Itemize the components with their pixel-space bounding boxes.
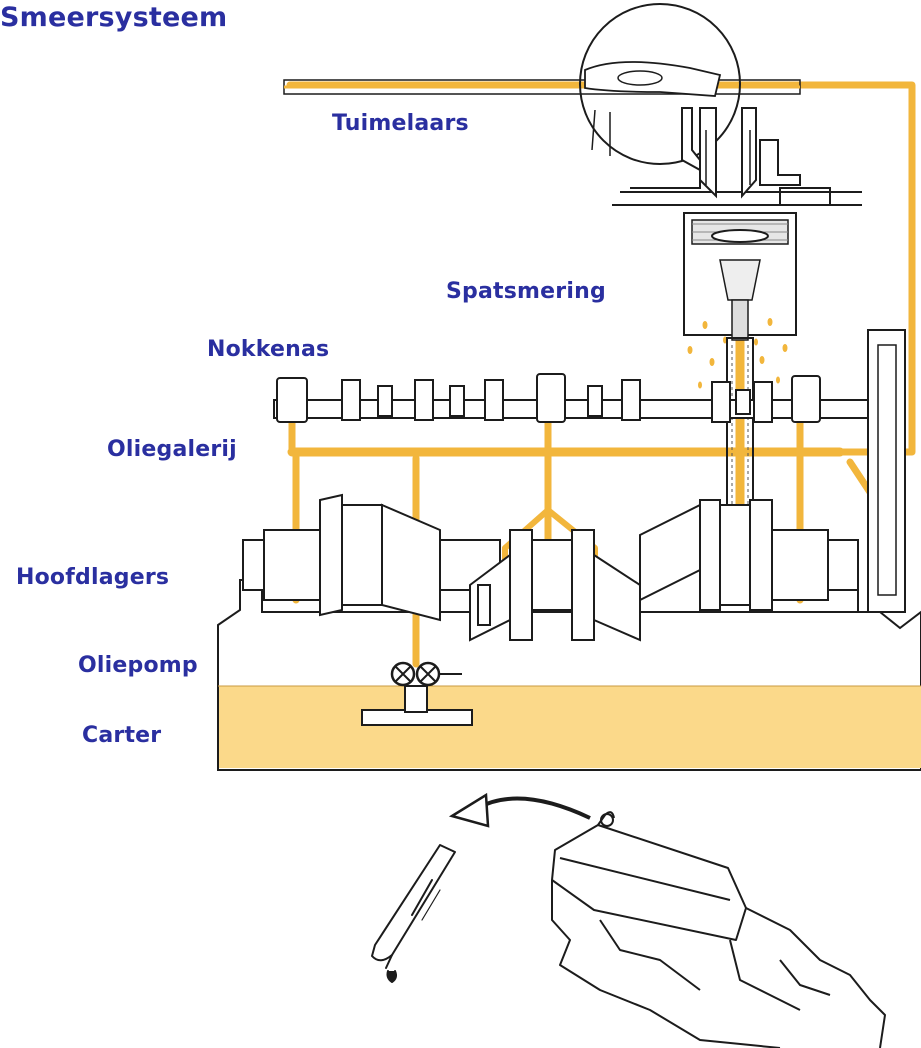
curved-arrow	[448, 792, 591, 828]
rocker-detail	[579, 3, 741, 165]
diagram-title: Smeersysteem	[0, 2, 228, 33]
label-oliegalerij: Oliegalerij	[107, 437, 237, 462]
label-nokkenas: Nokkenas	[207, 337, 330, 362]
label-tuimelaars: Tuimelaars	[332, 111, 469, 136]
label-oliepomp: Oliepomp	[78, 653, 198, 678]
label-hoofdlagers: Hoofdlagers	[16, 565, 170, 590]
piston	[683, 212, 797, 341]
label-spatsmering: Spatsmering	[446, 279, 606, 304]
oil-pump	[361, 661, 473, 726]
label-carter: Carter	[82, 723, 162, 748]
timing-gear	[867, 329, 906, 613]
dipstick	[371, 844, 456, 983]
oil-sump	[219, 686, 921, 768]
cylinder-head	[612, 107, 862, 206]
camshaft	[273, 373, 875, 423]
splash-droplets	[687, 318, 788, 389]
crankshaft	[242, 493, 880, 642]
engine-sketch	[551, 811, 886, 1048]
